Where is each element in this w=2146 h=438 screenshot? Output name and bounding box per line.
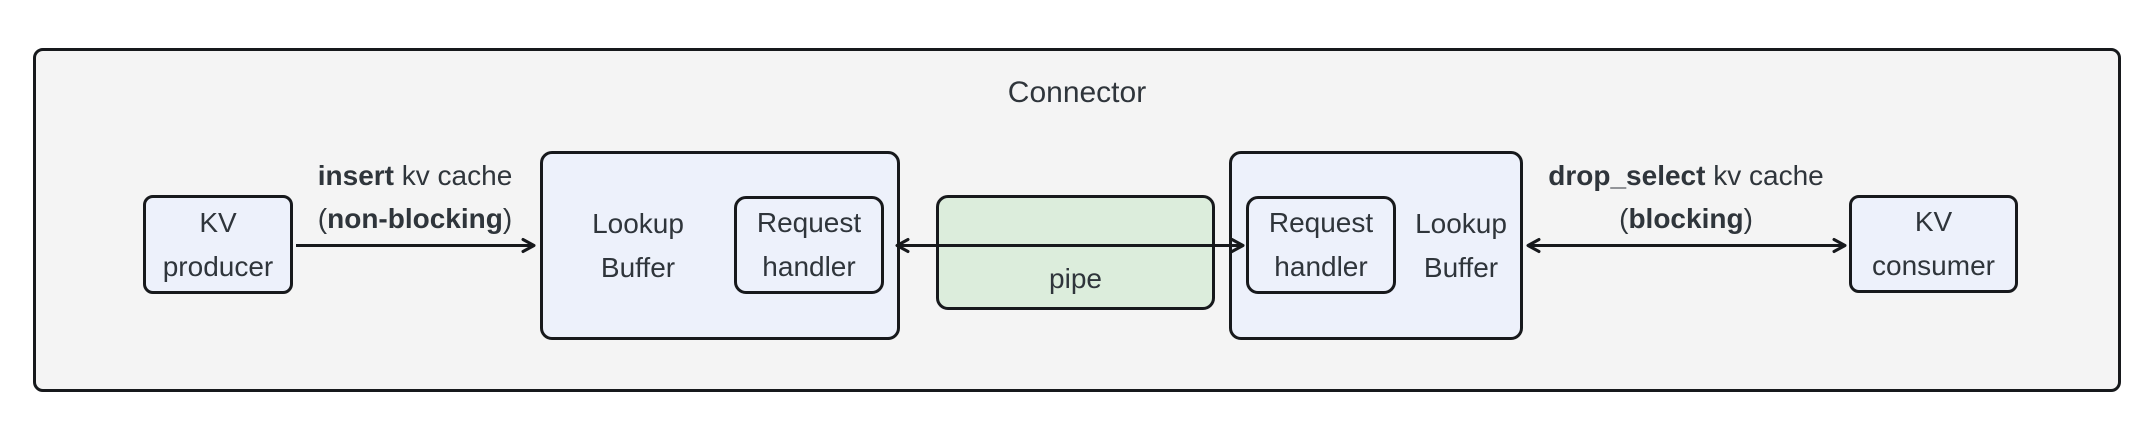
request-handler-right-node: Request handler bbox=[1246, 196, 1396, 294]
request-handler-left-node: Request handler bbox=[734, 196, 884, 294]
lookup-buffer-left-node: Lookup Buffer Request handler bbox=[540, 151, 900, 340]
kv-consumer-label-line2: consumer bbox=[1872, 250, 1995, 281]
kv-producer-label-line1: KV bbox=[199, 206, 237, 238]
lookup-buffer-right-label: Lookup Buffer bbox=[1415, 207, 1507, 283]
kv-producer-node: KV producer bbox=[143, 195, 293, 294]
insert-edge-label: insert kv cache (non-blocking) bbox=[215, 154, 615, 240]
pipe-label: pipe bbox=[1049, 263, 1102, 294]
drop-select-edge-label-line1: drop_select kv cache bbox=[1548, 160, 1824, 191]
connector-title: Connector bbox=[1007, 76, 1147, 109]
insert-edge-label-line2: (non-blocking) bbox=[317, 203, 513, 234]
kv-producer-label-line2: producer bbox=[162, 250, 274, 282]
pipe-node: pipe bbox=[936, 195, 1215, 310]
lookup-buffer-left-label: Lookup Buffer bbox=[592, 207, 684, 283]
kv-consumer-node: KV consumer bbox=[1849, 195, 2018, 293]
drop-select-edge-label: drop_select kv cache (blocking) bbox=[1486, 154, 1886, 240]
drop-select-edge-label-line2: (blocking) bbox=[1619, 203, 1753, 234]
kv-consumer-label-line1: KV bbox=[1914, 206, 1953, 237]
insert-edge-label-line1: insert kv cache bbox=[317, 160, 513, 191]
lookup-buffer-right-node: Request handler Lookup Buffer bbox=[1229, 151, 1523, 340]
